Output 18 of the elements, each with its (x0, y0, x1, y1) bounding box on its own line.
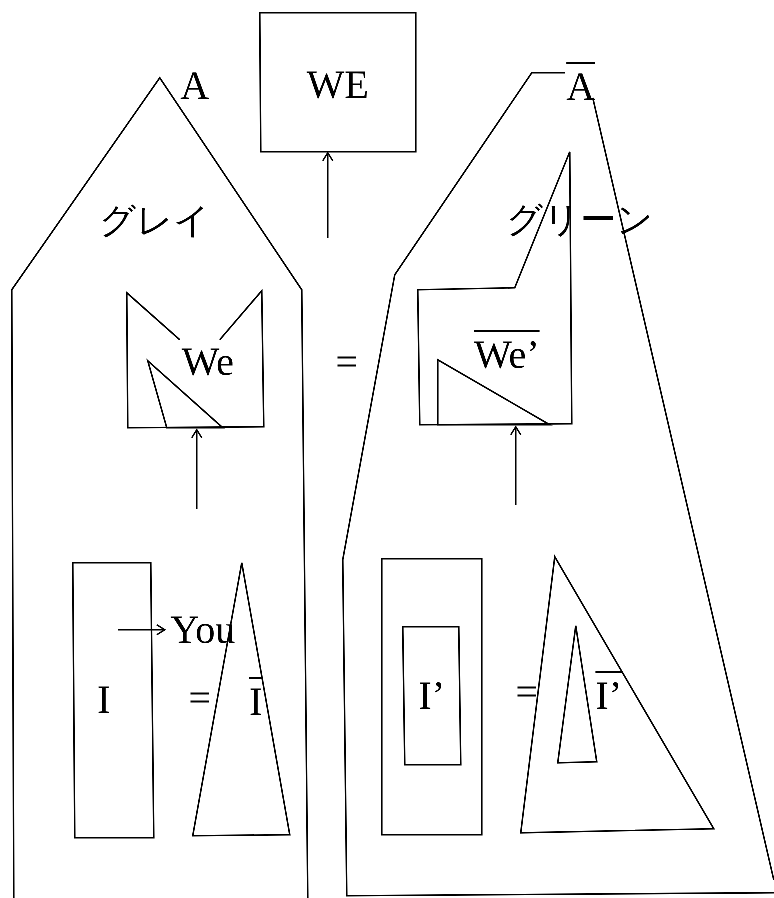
arrow (510, 426, 522, 505)
arrow (191, 429, 203, 509)
equals-sign: = (188, 678, 212, 718)
letter-label: I’ (596, 676, 622, 716)
katakana-label: グリーン (506, 203, 654, 239)
arrow (118, 624, 166, 636)
letter-label: A (566, 67, 596, 107)
word-label: WE (306, 65, 370, 105)
equals-sign: = (516, 672, 538, 712)
arrow (322, 152, 334, 238)
word-label: We (182, 342, 234, 382)
equals-sign: = (336, 342, 358, 382)
letter-label: I’ (418, 676, 446, 716)
letter-label: I (249, 682, 263, 722)
letter-label: A (180, 66, 210, 106)
word-label: We’ (474, 335, 540, 375)
katakana-label: グレイ (100, 204, 210, 240)
letter-label: I (97, 680, 111, 720)
